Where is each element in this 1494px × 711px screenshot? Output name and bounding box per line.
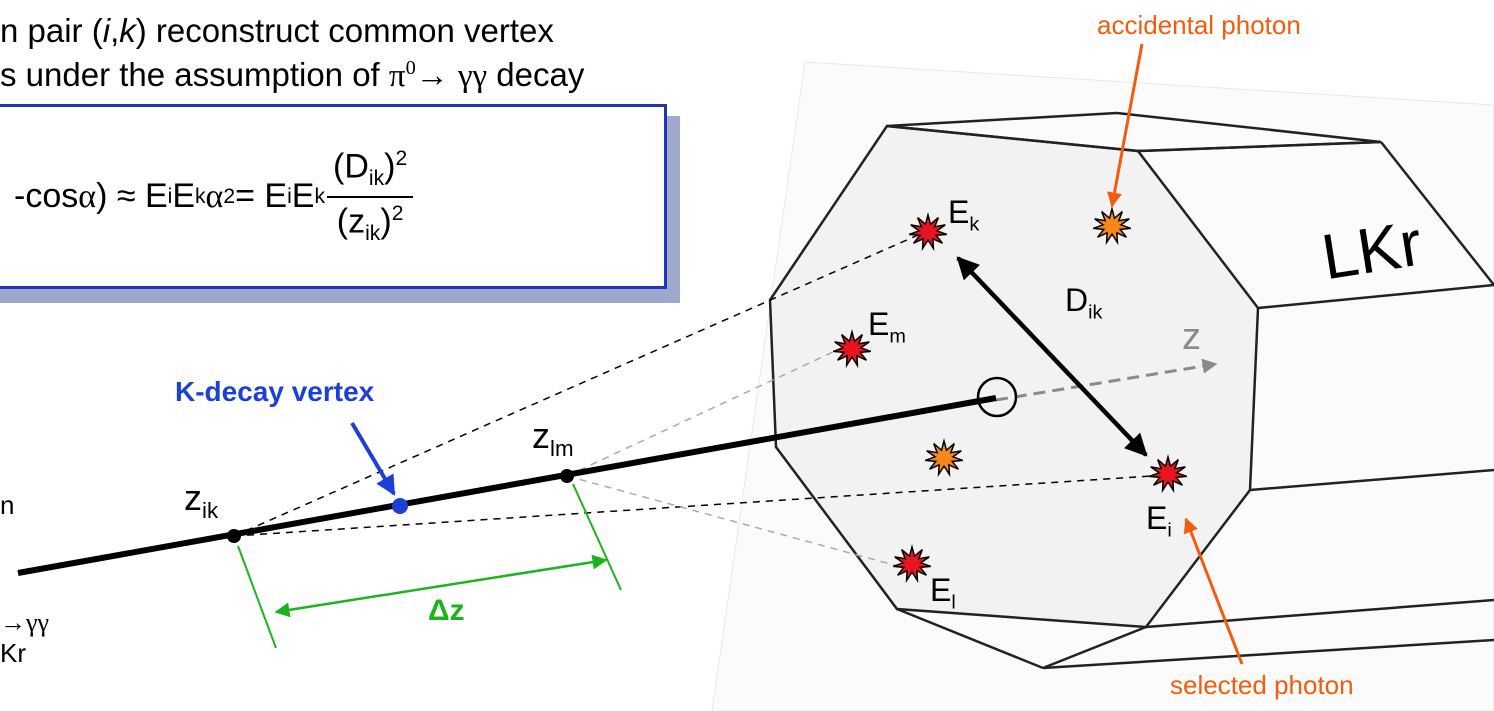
calorimeter-edge-mid-upper: [1257, 283, 1494, 310]
selected-photon-arrow: [1183, 517, 1244, 665]
left-cut-text-gg: →γγ: [0, 608, 49, 637]
calorimeter-edge-top3: [1137, 140, 1382, 153]
accidental-photon-arrow: [1107, 43, 1144, 208]
delta-z-arrow: [274, 554, 608, 618]
photon-path-zik-ek: [233, 231, 926, 537]
k-decay-vertex-label: K-decay vertex: [175, 376, 375, 407]
photon-el-burst-icon: [892, 544, 932, 584]
d-ik-arrow: [956, 256, 1148, 457]
header-line-1: n pair (i,k) reconstruct common vertex: [0, 12, 554, 49]
beam-line: [17, 395, 997, 576]
vertex-zlm-dot: [560, 469, 574, 483]
photon-path-zlm-el: [566, 475, 906, 569]
selected-photon-label: selected photon: [1170, 670, 1354, 700]
delta-z-label: Δz: [428, 594, 465, 627]
k-decay-vertex-arrow: [350, 421, 396, 496]
photon-ek-burst-icon: [908, 212, 948, 252]
calorimeter-edge-top: [886, 111, 1118, 128]
calorimeter-edge-mid-lower: [1249, 468, 1494, 492]
accidental-photon-burst-icon: [1092, 206, 1132, 246]
calorimeter-edge-bottom3: [1042, 638, 1494, 670]
z-axis-label: z: [1182, 316, 1201, 358]
delta-z-ext-left: [237, 545, 277, 649]
photon-em-burst-icon: [832, 329, 872, 369]
e-l-label: El: [930, 572, 956, 614]
photon-ei-burst-icon: [1148, 454, 1188, 494]
left-cut-text-n: n: [0, 490, 15, 520]
header-line-2: s under the assumption of π0→ γγ decay: [0, 56, 585, 94]
left-cut-text-kr: Kr: [0, 638, 26, 668]
accidental-photon-label: accidental photon: [1097, 10, 1301, 40]
d-ik-label: Dik: [1065, 282, 1103, 324]
vertex-zik-dot: [227, 529, 241, 543]
k-decay-vertex-dot: [392, 498, 408, 514]
calorimeter-edge-bottom2: [1042, 625, 1147, 670]
e-i-label: Ei: [1146, 500, 1172, 542]
delta-z-ext-right: [572, 483, 622, 591]
calorimeter-edge-right-bottom: [1145, 598, 1494, 629]
calorimeter-edge-bottom: [896, 607, 1044, 670]
e-k-label: Ek: [948, 194, 980, 236]
calorimeter-edge-top2: [1116, 111, 1382, 144]
z-lm-label: zlm: [532, 415, 574, 462]
z-ik-label: zik: [184, 477, 219, 524]
calorimeter-edge-right-top: [1380, 141, 1494, 286]
e-m-label: Em: [868, 306, 906, 348]
formula-fraction: (Dik)2 (zik)2: [327, 147, 414, 245]
accidental-photon-2-burst-icon: [924, 438, 964, 478]
lkr-label: LKr: [1316, 206, 1427, 294]
